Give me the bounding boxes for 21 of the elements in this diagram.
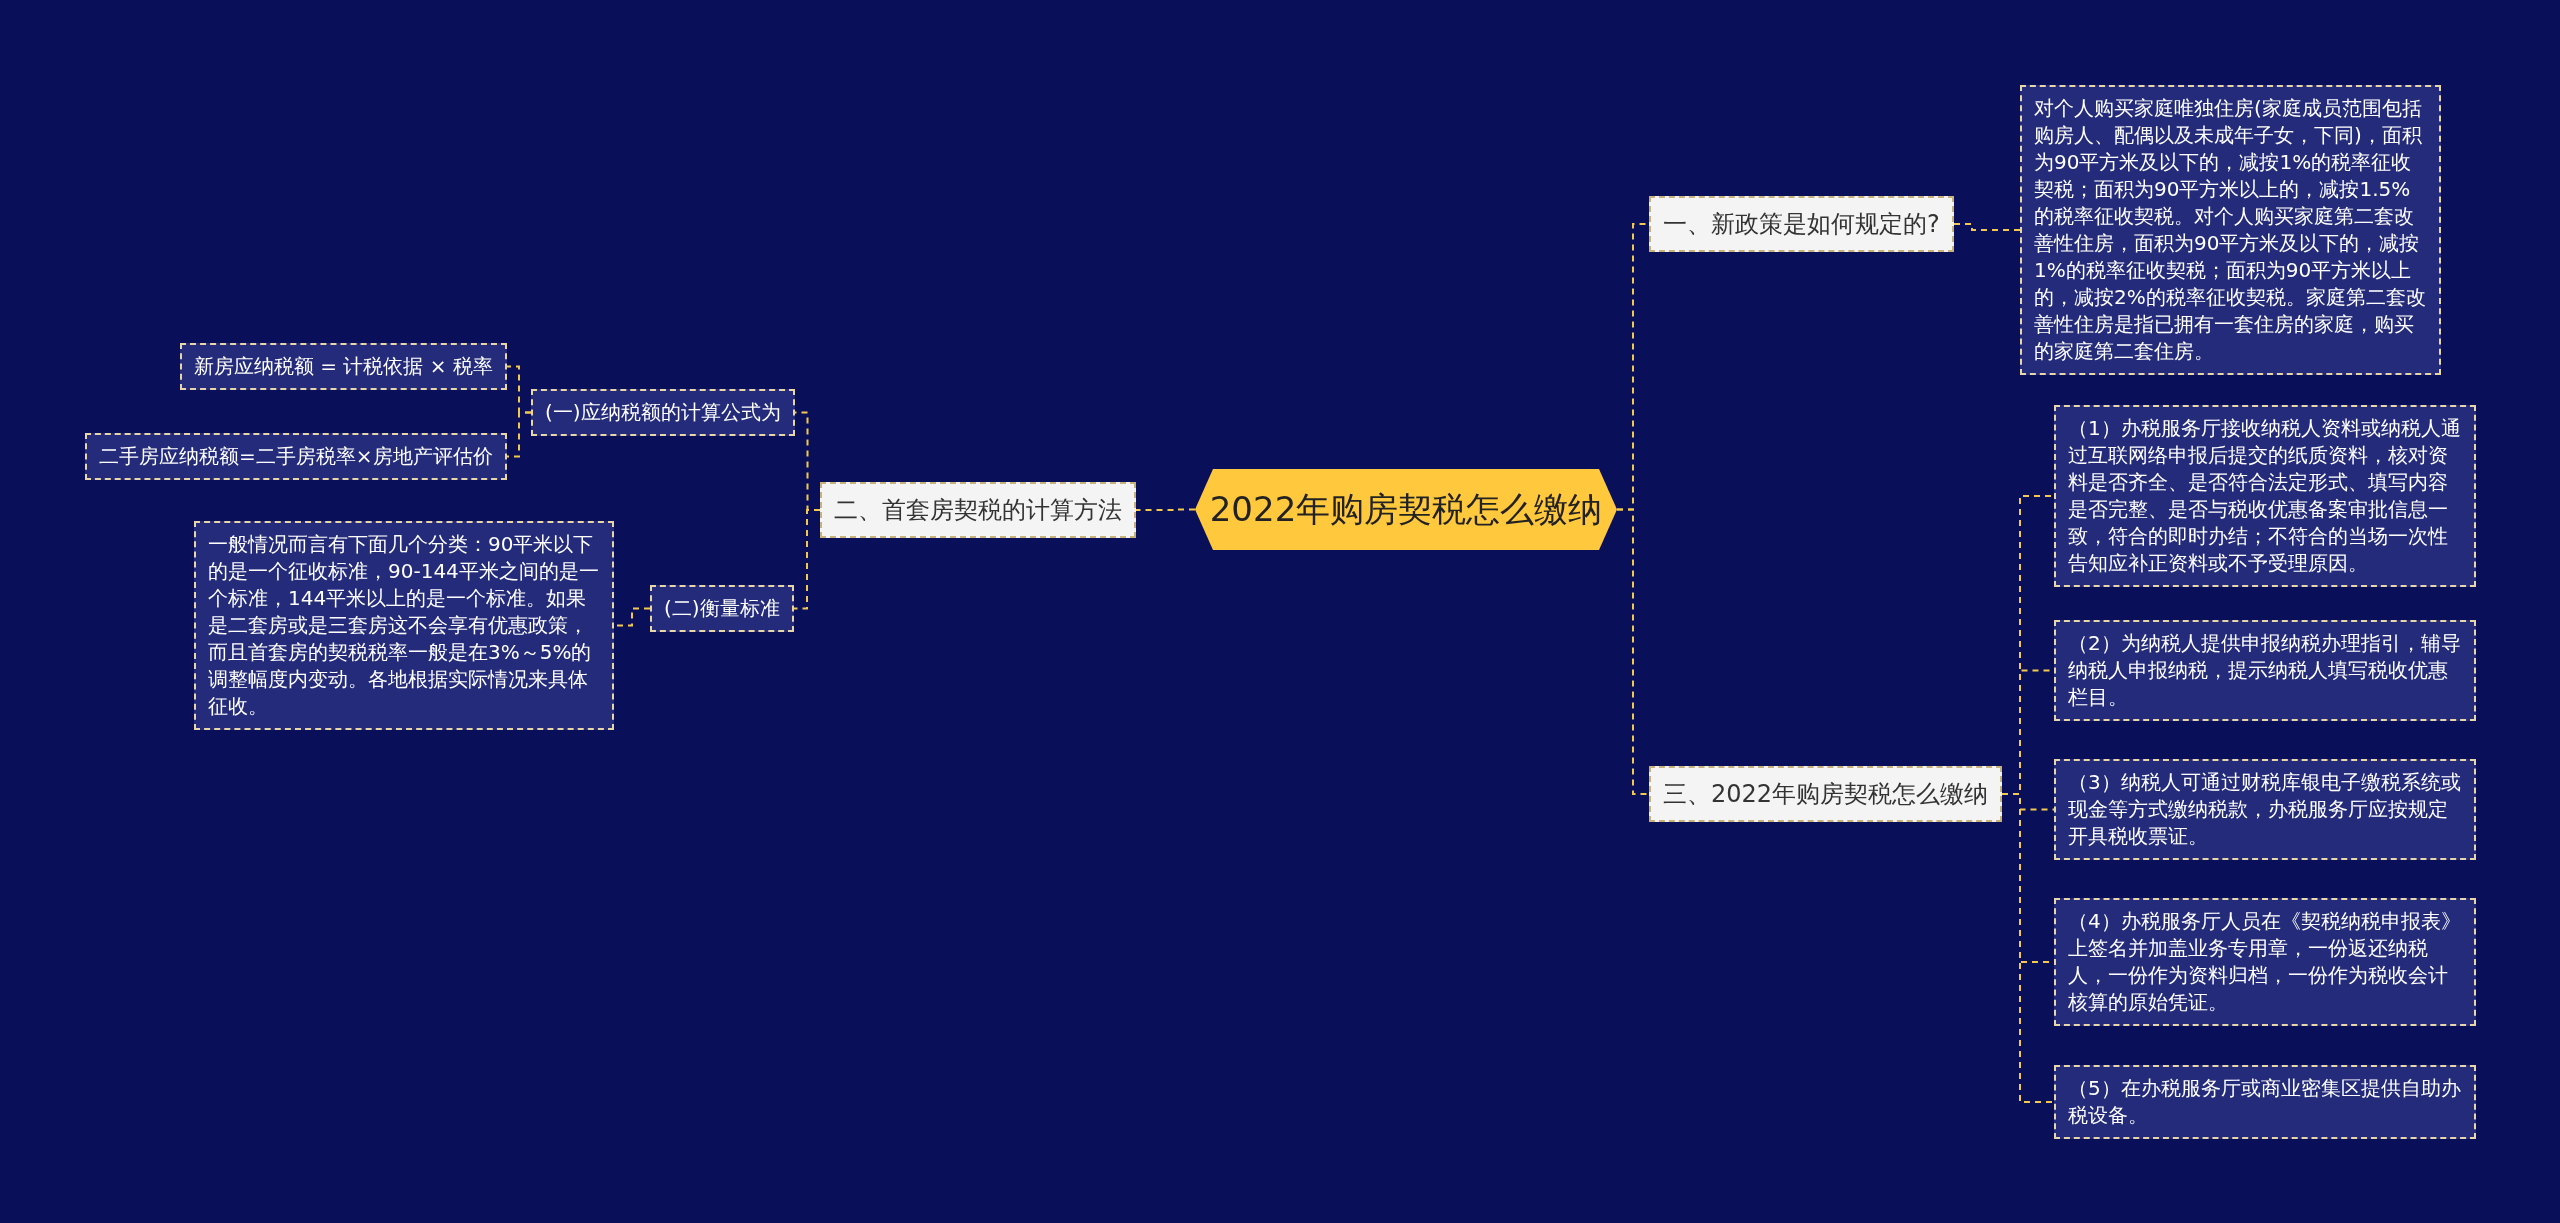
topic-box: 二手房应纳税额=二手房税率×房地产评估价 bbox=[85, 433, 507, 480]
text-box: （3）纳税人可通过财税库银电子缴税系统或现金等方式缴纳税款，办税服务厅应按规定开具税收票证。 bbox=[2054, 759, 2476, 860]
connector-line bbox=[1953, 223, 2021, 231]
topic-box: 一、新政策是如何规定的? bbox=[1649, 196, 1954, 252]
text-box: （1）办税服务厅接收纳税人资料或纳税人通过互联网络申报后提交的纸质资料，核对资料是否齐全、是否符合法定形式、填写内容是否完整、是否与税收优惠备案审批信息一致，符合的即时办结；不符合的当场一次性告知应补正资料或不予受理原因。 bbox=[2054, 405, 2476, 587]
connector-line bbox=[506, 411, 532, 458]
central-topic: 2022年购房契税怎么缴纳 bbox=[1195, 469, 1617, 550]
connector-line bbox=[793, 509, 821, 610]
connector-line bbox=[2001, 793, 2055, 1103]
topic-box: (一)应纳税额的计算公式为 bbox=[531, 389, 795, 436]
topic-box: 二、首套房契税的计算方法 bbox=[820, 482, 1136, 538]
topic-box: 三、2022年购房契税怎么缴纳 bbox=[1649, 766, 2003, 822]
text-box: 一般情况而言有下面几个分类：90平米以下的是一个征收标准，90-144平米之间的是一个标准，144平米以上的是一个标准。如果是二套房或是三套房这不会享有优惠政策，而且首套房的契税税率一般是在3%～5%的调整幅度内变动。各地根据实际情况来具体征收。 bbox=[194, 521, 614, 730]
text-box: （4）办税服务厅人员在《契税纳税申报表》上签名并加盖业务专用章，一份返还纳税人，一份作为资料归档，一份作为税收会计核算的原始凭证。 bbox=[2054, 898, 2476, 1026]
topic-box: (二)衡量标准 bbox=[650, 585, 794, 632]
text-box: （5）在办税服务厅或商业密集区提供自助办税设备。 bbox=[2054, 1065, 2476, 1139]
topic-box: 新房应纳税额 = 计税依据 × 税率 bbox=[180, 343, 507, 390]
text-box: 对个人购买家庭唯独住房(家庭成员范围包括购房人、配偶以及未成年子女，下同)，面积为90平方米及以下的，减按1%的税率征收契税；面积为90平方米以上的，减按1.5%的税率征收契税。对个人购买家庭第二套改善性住房，面积为90平方米及以下的，减按1%的税率征收契税；面积为90平方米以上的，减按2%的税率征收契税。家庭第二套改善性住房是指已拥有一套住房的家庭，购买的家庭第二套住房。 bbox=[2020, 85, 2441, 375]
connector-line bbox=[1616, 508, 1650, 795]
text-box: （2）为纳税人提供申报纳税办理指引，辅导纳税人申报纳税，提示纳税人填写税收优惠栏目。 bbox=[2054, 620, 2476, 721]
connector-line bbox=[1135, 508, 1196, 511]
